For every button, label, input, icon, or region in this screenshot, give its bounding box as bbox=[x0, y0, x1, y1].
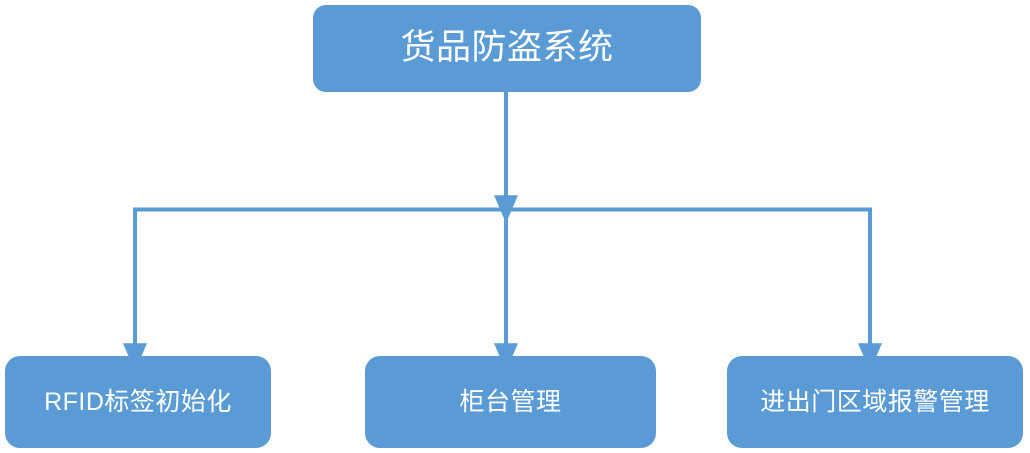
node-root-system[interactable]: 货品防盗系统 bbox=[313, 5, 701, 92]
node-child-counter-management[interactable]: 柜台管理 bbox=[365, 356, 656, 448]
node-child-rfid-tag-init[interactable]: RFID标签初始化 bbox=[5, 356, 271, 448]
node-root-label: 货品防盗系统 bbox=[400, 28, 614, 68]
node-child-label: 柜台管理 bbox=[459, 387, 562, 416]
node-child-gate-zone-alarm-management[interactable]: 进出门区域报警管理 bbox=[727, 356, 1023, 448]
node-child-label: RFID标签初始化 bbox=[44, 387, 232, 416]
node-child-label: 进出门区域报警管理 bbox=[760, 387, 990, 416]
